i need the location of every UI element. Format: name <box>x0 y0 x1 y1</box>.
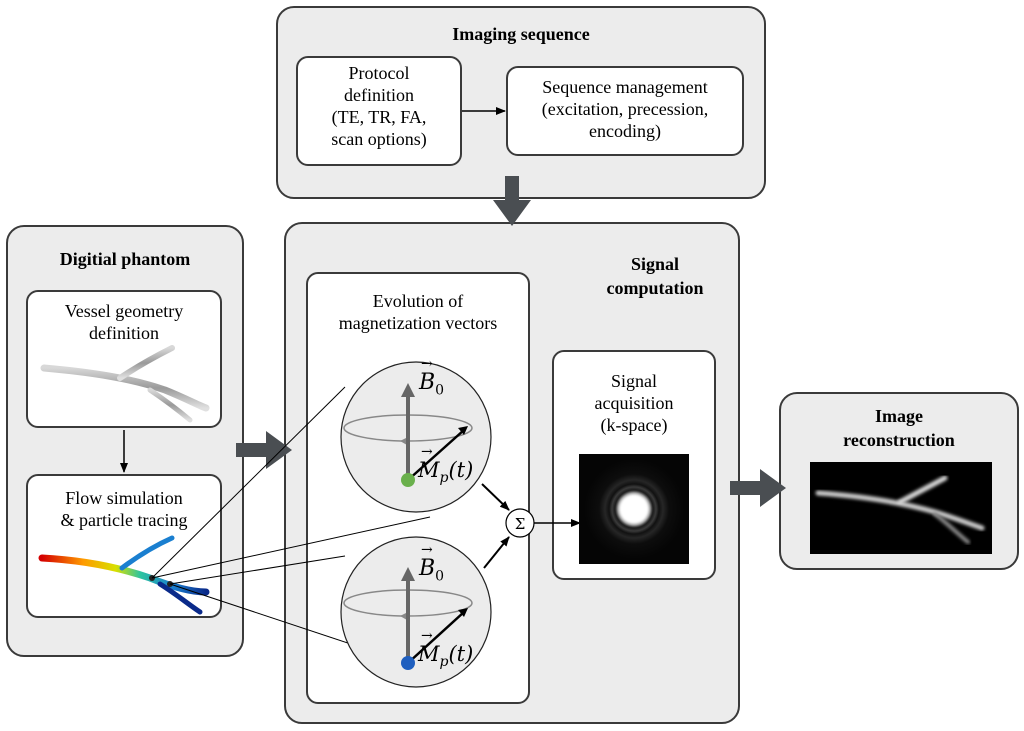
kspace-image <box>579 454 689 564</box>
mp-label-bottom: →Mp(t) <box>418 628 474 671</box>
arrow-signal-to-reconstruction <box>730 469 786 507</box>
signal-acquisition-text: Signal acquisition (k-space) <box>594 371 674 435</box>
vessel-geometry-box <box>26 290 222 428</box>
b0-label-bottom: →B0 <box>419 542 445 585</box>
sum-symbol: Σ <box>515 515 526 533</box>
b0-label-top: →B0 <box>419 356 445 399</box>
mp-label-top: →Mp(t) <box>418 444 474 487</box>
arrow-phantom-to-signal <box>236 431 292 469</box>
digital-phantom-title: Digitial phantom <box>59 249 191 269</box>
image-reconstruction-title: Image reconstruction <box>843 406 955 450</box>
protocol-definition-text: Protocol definition (TE, TR, FA, scan op… <box>331 63 427 149</box>
sequence-management-text: Sequence management (excitation, precess… <box>541 77 709 141</box>
imaging-sequence-title: Imaging sequence <box>452 24 590 44</box>
magnetization-sphere-blue <box>340 536 492 688</box>
vessel-geometry-image <box>40 345 210 423</box>
sequence-management-box <box>506 66 744 156</box>
magnetization-evolution-text: Evolution of magnetization vectors <box>338 291 498 333</box>
vessel-geometry-text: Vessel geometry definition <box>64 301 184 343</box>
arrow-sphere1-to-sum <box>481 483 510 511</box>
flow-simulation-box <box>26 474 222 618</box>
reconstruction-image <box>810 462 992 554</box>
signal-computation-title: Signal computation <box>606 254 704 298</box>
arrow-sequence-to-signal <box>493 176 531 226</box>
flow-simulation-text: Flow simulation & particle tracing <box>60 488 188 530</box>
magnetization-sphere-green <box>340 361 492 513</box>
arrow-sphere2-to-sum <box>483 536 510 569</box>
protocol-definition-box <box>296 56 462 166</box>
